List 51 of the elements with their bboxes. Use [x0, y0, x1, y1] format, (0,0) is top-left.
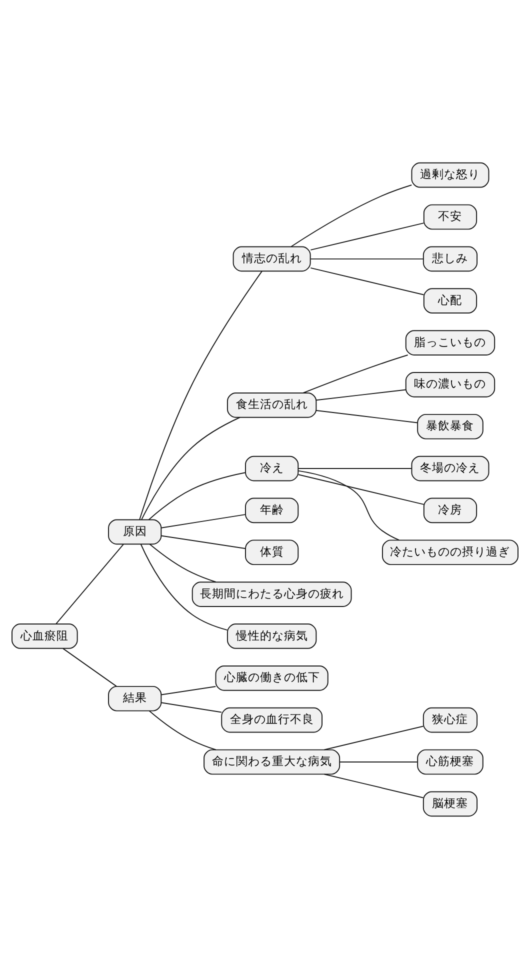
- connector: [324, 725, 424, 750]
- node-box: 不安: [423, 204, 478, 230]
- node-box: 脂っこいもの: [405, 330, 496, 355]
- connector: [316, 388, 406, 400]
- connector: [310, 222, 424, 250]
- node-box: 心筋梗塞: [417, 748, 484, 774]
- connector: [310, 266, 424, 295]
- connector: [149, 543, 216, 582]
- node-box: 心臓の働きの低下: [215, 664, 328, 690]
- node-box: 味の濃いもの: [405, 372, 496, 397]
- connector: [298, 474, 424, 504]
- connector: [56, 543, 124, 624]
- node-box: 情志の乱れ: [232, 246, 311, 272]
- node-box: 脳梗塞: [422, 790, 478, 816]
- connector: [160, 514, 246, 528]
- connector: [310, 258, 424, 259]
- node-box: 命に関わる重大な病気: [204, 748, 340, 774]
- connector: [302, 354, 408, 393]
- connector: [298, 470, 400, 540]
- connector: [139, 270, 262, 520]
- node-box: 冷たいものの摂り過ぎ: [382, 539, 518, 565]
- connector: [141, 416, 240, 520]
- node-box: 心配: [423, 288, 478, 314]
- connector: [160, 686, 216, 695]
- connector: [140, 543, 228, 630]
- connector: [324, 773, 424, 798]
- node-box: 暴飲暴食: [417, 413, 484, 439]
- connector: [148, 472, 246, 520]
- node-box: 年齢: [245, 497, 299, 523]
- node-box: 悲しみ: [422, 246, 478, 272]
- node-box: 長期間にわたる心身の疲れ: [192, 581, 352, 606]
- connector: [160, 534, 246, 548]
- node-box: 原因: [108, 518, 162, 544]
- node-box: 冷え: [245, 455, 299, 481]
- connector: [160, 702, 222, 712]
- connector: [148, 710, 216, 750]
- node-box: 全身の血行不良: [221, 706, 323, 732]
- connector: [316, 409, 418, 423]
- node-box: 結果: [108, 685, 162, 711]
- connector: [339, 761, 418, 762]
- node-box: 冬場の冷え: [411, 455, 490, 481]
- node-box: 冷房: [423, 497, 478, 523]
- node-box: 慢性的な病気: [226, 623, 317, 648]
- node-box: 心血瘀阻: [12, 623, 78, 648]
- connector: [298, 468, 412, 469]
- connector: [62, 648, 117, 686]
- connector: [290, 184, 412, 247]
- node-box: 過剰な怒り: [411, 162, 490, 188]
- node-box: 食生活の乱れ: [226, 392, 317, 418]
- node-box: 狭心症: [422, 706, 478, 732]
- node-box: 体質: [245, 539, 299, 565]
